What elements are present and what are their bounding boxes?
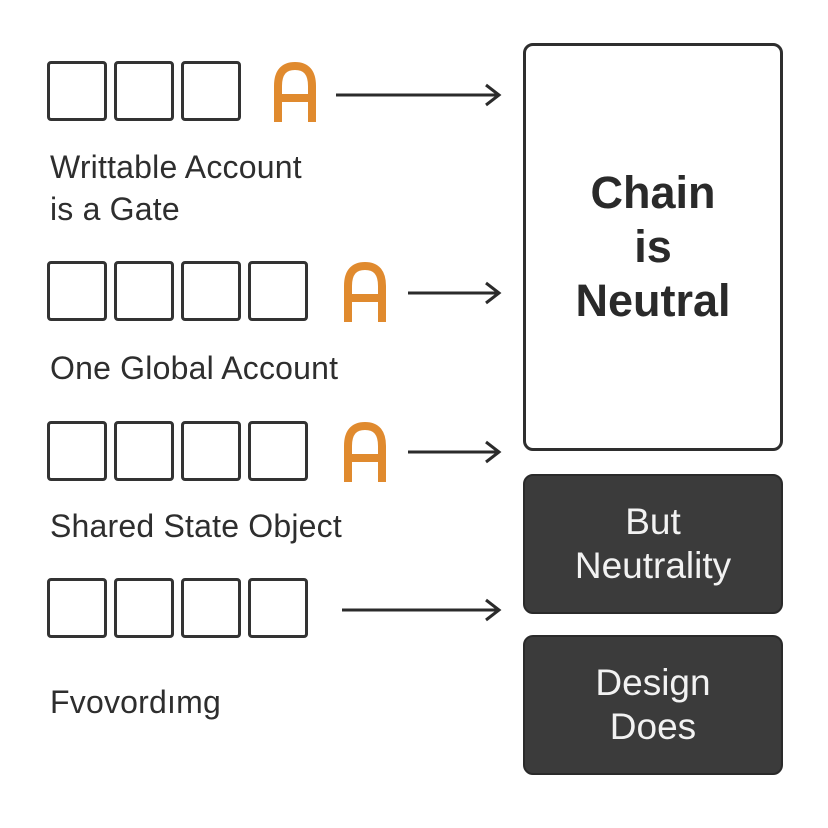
slot-box <box>47 261 107 321</box>
box-group <box>47 421 308 481</box>
box-group <box>47 578 308 638</box>
arrow-right-icon <box>342 595 504 625</box>
slot-box <box>181 578 241 638</box>
slot-box <box>47 61 107 121</box>
slot-box <box>248 421 308 481</box>
box-group <box>47 61 241 121</box>
neutrality-panel: But Neutrality <box>523 474 783 614</box>
row-label: Writtable Account is a Gate <box>50 149 302 227</box>
arrow-right-icon <box>408 437 504 467</box>
slot-box <box>114 261 174 321</box>
slot-box <box>248 261 308 321</box>
slot-box <box>114 578 174 638</box>
chain-neutral-text: Chain is Neutral <box>575 167 731 326</box>
row-label: One Global Account <box>50 350 339 386</box>
arrow-right-icon <box>408 278 504 308</box>
letter-a-icon: A <box>272 60 318 124</box>
neutrality-text: But Neutrality <box>574 501 732 586</box>
letter-a-glyph <box>274 62 316 122</box>
chain-neutral-panel: Chain is Neutral <box>523 43 783 451</box>
row-label: Fvovordımg <box>50 684 221 720</box>
design-does-panel: Design Does <box>523 635 783 775</box>
letter-a-glyph <box>344 422 386 482</box>
slot-box <box>47 421 107 481</box>
row-label: Shared State Object <box>50 508 342 544</box>
slot-box <box>181 421 241 481</box>
letter-a-glyph <box>344 262 386 322</box>
slot-box <box>181 261 241 321</box>
slot-box <box>114 61 174 121</box>
design-does-text: Design Does <box>595 662 711 747</box>
letter-a-icon: A <box>342 420 388 484</box>
slot-box <box>47 578 107 638</box>
slot-box <box>248 578 308 638</box>
slot-box <box>114 421 174 481</box>
slot-box <box>181 61 241 121</box>
arrow-right-icon <box>336 80 504 110</box>
letter-a-icon: A <box>342 260 388 324</box>
box-group <box>47 261 308 321</box>
